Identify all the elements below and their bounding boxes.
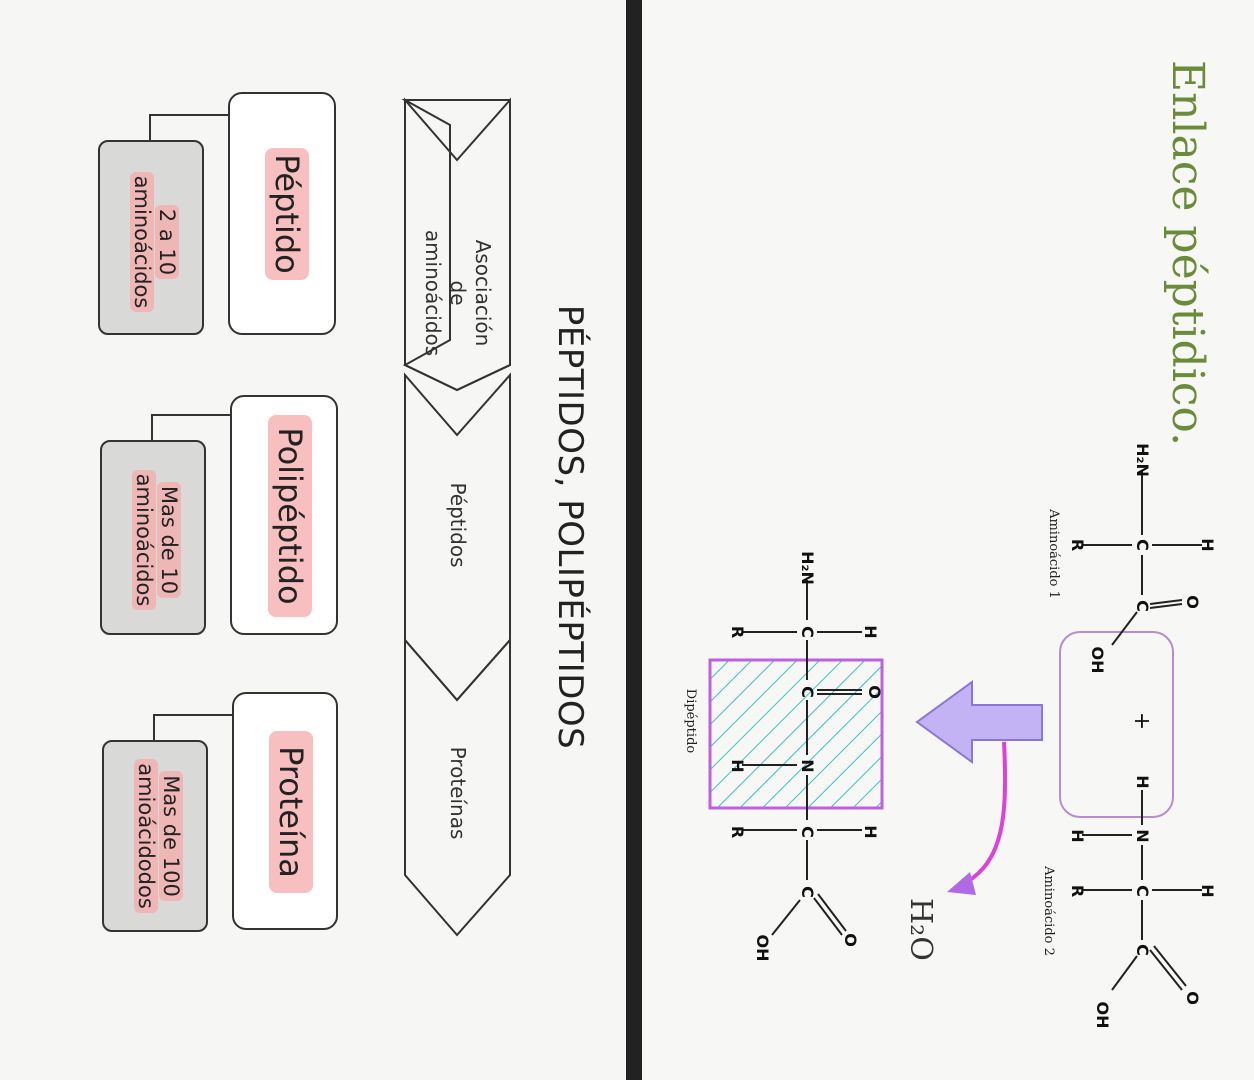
aa1-r: R <box>1068 538 1087 552</box>
aa2-c-alpha: C <box>1133 885 1152 897</box>
peptide-bond-diagram <box>708 470 1202 991</box>
aa2-label: Aminoácido 2 <box>1041 866 1056 956</box>
aa1-c-carboxyl: C <box>1133 600 1152 612</box>
dp-oh: OH <box>753 934 772 962</box>
proteina-range-label: Mas de 100 amioácidodos <box>127 751 183 921</box>
dp-c4: C <box>798 886 817 898</box>
condensation-box <box>1059 631 1174 818</box>
aa2-h-amine: H <box>1068 829 1087 843</box>
peptido-range-label: 2 a 10 aminoácidos <box>123 167 179 317</box>
aa1-h2n: H₂N <box>1133 443 1152 477</box>
left-slide: PÉPTIDOS, POLIPÉPTIDOS Asociación de ami… <box>0 0 626 1080</box>
aa1-h: H <box>1198 538 1217 552</box>
water-release-arrow <box>965 741 1008 884</box>
aa1-label: Aminoácido 1 <box>1046 509 1061 599</box>
box-connectors <box>149 114 234 750</box>
peptido-label: Péptido <box>265 148 309 280</box>
chevron-3 <box>404 637 511 937</box>
water-product: H₂O <box>903 898 938 961</box>
polipeptido-range-label: Mas de 10 aminoácidos <box>125 465 181 615</box>
peptide-bond-highlight <box>708 658 884 810</box>
dp-c1: C <box>798 626 817 638</box>
plus-sign: + <box>1129 711 1154 731</box>
aa1-o: O <box>1183 595 1202 609</box>
aa2-h-n: H <box>1133 775 1152 789</box>
dp-o2: O <box>841 933 860 947</box>
aa2-n: N <box>1133 829 1152 843</box>
chevron-process <box>401 97 511 937</box>
polipeptido-label: Polipéptido <box>268 415 312 617</box>
dp-h2n: H₂N <box>798 551 817 585</box>
dp-r1: R <box>728 625 747 639</box>
aa2-r: R <box>1068 884 1087 898</box>
aa1-c-alpha: C <box>1133 539 1152 551</box>
slide-divider <box>626 0 642 1080</box>
aa1-oh: OH <box>1088 646 1107 674</box>
dp-h1: H <box>861 625 880 639</box>
dipeptide-label: Dipéptido <box>683 688 698 754</box>
aa2-oh: OH <box>1093 1001 1112 1029</box>
chevron-1-shape <box>404 97 511 392</box>
dp-h3: H <box>861 825 880 839</box>
proteina-label: Proteína <box>269 731 313 893</box>
dp-c3: C <box>798 826 817 838</box>
dp-n: N <box>798 759 817 773</box>
dp-c2: C <box>798 686 817 698</box>
reaction-arrow <box>915 680 1043 764</box>
aa2-o: O <box>1183 991 1202 1005</box>
aa2-h: H <box>1198 884 1217 898</box>
right-slide: Enlace péptidico. <box>642 0 1254 1080</box>
dp-r2: R <box>728 825 747 839</box>
aa2-c-carboxyl: C <box>1133 944 1152 956</box>
dp-h-n: H <box>728 759 747 773</box>
dp-o: O <box>865 685 884 699</box>
